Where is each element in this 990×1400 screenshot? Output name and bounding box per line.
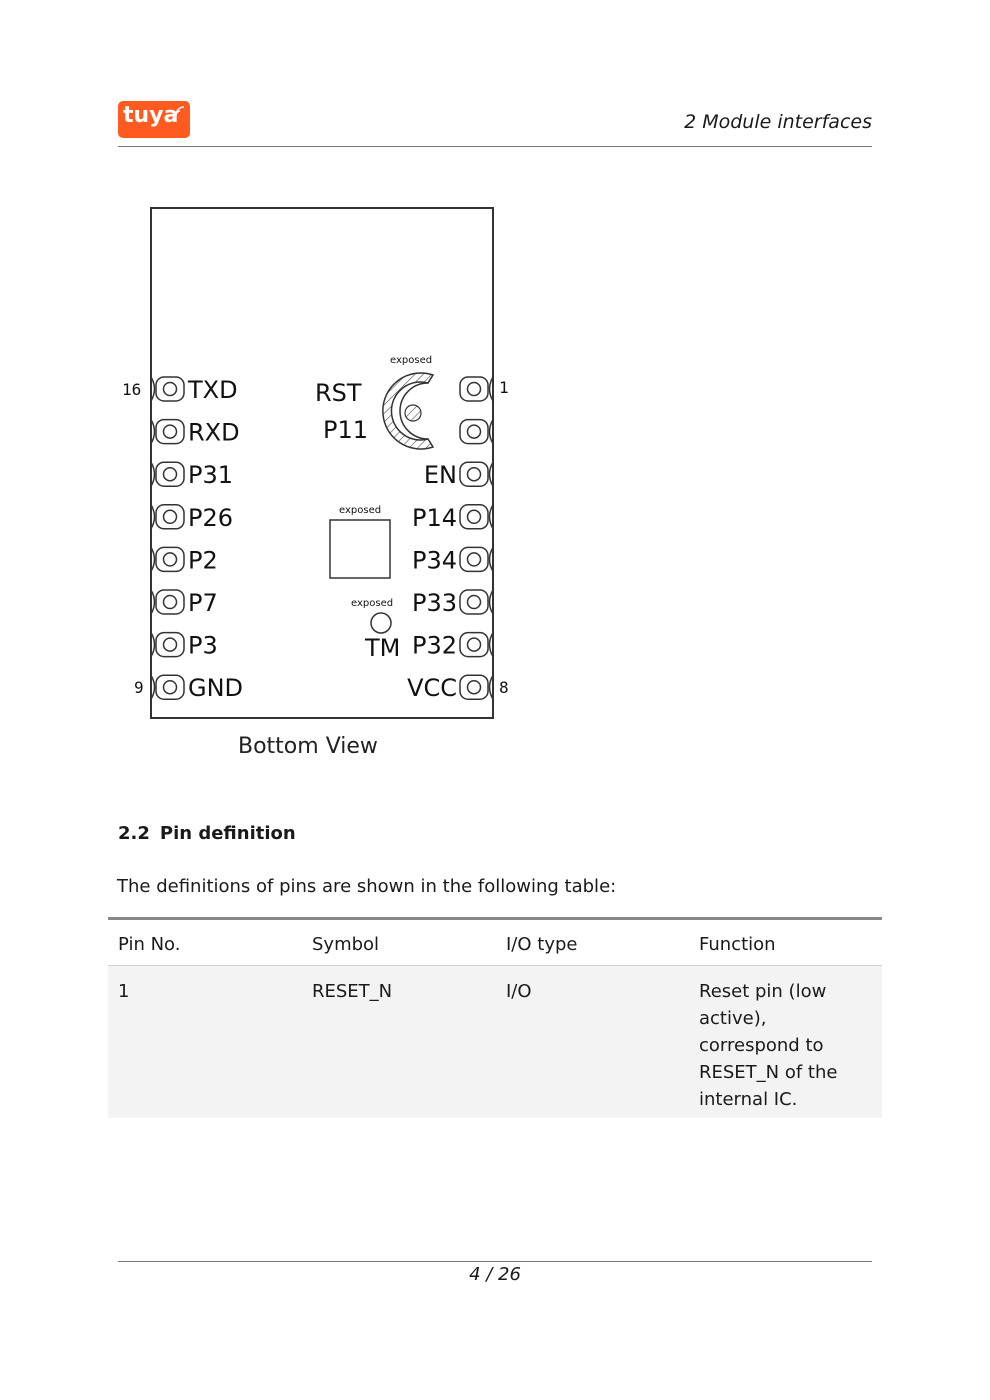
section-heading: 2.2 Pin definition bbox=[118, 823, 296, 844]
right-pin-hole bbox=[466, 552, 482, 567]
right-pin-notch bbox=[488, 632, 494, 657]
left-pin-hole bbox=[162, 637, 178, 652]
p11-label: P11 bbox=[323, 416, 368, 444]
square-exposed-pad bbox=[329, 519, 391, 579]
left-pin-hole bbox=[162, 424, 178, 439]
pin-number-8: 8 bbox=[499, 678, 509, 697]
left-pin-label: P31 bbox=[188, 461, 233, 489]
right-pin-notch bbox=[488, 461, 494, 487]
tm-label: TM bbox=[364, 634, 400, 662]
rst-test-point bbox=[404, 404, 422, 422]
header-function: Function bbox=[699, 934, 776, 955]
left-pin-notch bbox=[150, 547, 156, 572]
right-pin-hole bbox=[466, 509, 482, 525]
right-pin-label: P32 bbox=[412, 632, 457, 660]
right-pin-label: P14 bbox=[412, 504, 457, 532]
table-row: 1 RESET_N I/O Reset pin (low active), co… bbox=[108, 965, 882, 1118]
right-pin-label: P34 bbox=[412, 546, 457, 574]
right-pin-hole bbox=[466, 466, 482, 482]
table-header-row: Pin No. Symbol I/O type Function bbox=[108, 918, 882, 966]
left-pin-notch bbox=[150, 376, 156, 402]
left-pin-hole bbox=[162, 594, 178, 610]
pin-number-9: 9 bbox=[134, 678, 144, 697]
left-pin-hole bbox=[162, 381, 178, 397]
left-pin-hole bbox=[162, 679, 178, 695]
left-pin-notch bbox=[150, 674, 156, 700]
cell-symbol: RESET_N bbox=[312, 981, 393, 1002]
right-pin-notch bbox=[488, 547, 494, 572]
page-number: 4 / 26 bbox=[469, 1264, 521, 1285]
left-pin-label: P3 bbox=[188, 632, 218, 660]
left-pin-notch bbox=[150, 461, 156, 487]
wifi-icon bbox=[175, 106, 185, 116]
exposed-label-square: exposed bbox=[339, 505, 381, 516]
right-pin-hole bbox=[466, 381, 482, 397]
footer-divider bbox=[118, 1261, 872, 1262]
right-pin-label: VCC bbox=[407, 674, 457, 702]
tm-test-point bbox=[370, 612, 392, 634]
section-number: 2.2 bbox=[118, 823, 150, 844]
pin-number-1: 1 bbox=[499, 378, 509, 397]
right-pin-notch bbox=[488, 376, 494, 402]
diagram-caption: Bottom View bbox=[238, 734, 378, 759]
left-pin-label: GND bbox=[188, 674, 243, 702]
exposed-label-rst: exposed bbox=[390, 355, 432, 366]
right-pin-notch bbox=[488, 589, 494, 615]
rst-label: RST bbox=[315, 379, 362, 407]
pin-number-16: 16 bbox=[122, 380, 141, 399]
right-pin-notch bbox=[488, 419, 494, 444]
right-pin-notch bbox=[488, 674, 494, 700]
cell-pin: 1 bbox=[118, 981, 130, 1002]
left-pin-label: P26 bbox=[188, 504, 233, 532]
right-pin-label: P33 bbox=[412, 589, 457, 617]
left-pin-label: TXD bbox=[187, 376, 238, 404]
left-pin-notch bbox=[150, 419, 156, 444]
intro-paragraph: The definitions of pins are shown in the… bbox=[117, 876, 617, 897]
left-pin-label: RXD bbox=[188, 419, 240, 447]
right-pin-hole bbox=[466, 637, 482, 652]
left-pin-notch bbox=[150, 632, 156, 657]
header-io-type: I/O type bbox=[506, 934, 578, 955]
rst-exposed-pad bbox=[382, 372, 435, 450]
exposed-label-tm: exposed bbox=[351, 598, 393, 609]
left-pin-hole bbox=[162, 552, 178, 567]
right-pin-label: EN bbox=[424, 461, 457, 489]
section-title-text: Pin definition bbox=[159, 823, 296, 844]
left-pin-hole bbox=[162, 509, 178, 525]
header-pin-no: Pin No. bbox=[118, 934, 181, 955]
chapter-title: 2 Module interfaces bbox=[684, 111, 872, 133]
left-pin-notch bbox=[150, 504, 156, 530]
right-pin-hole bbox=[466, 594, 482, 610]
module-outline bbox=[150, 207, 494, 719]
right-pin-notch bbox=[488, 504, 494, 530]
cell-function: Reset pin (low active), correspond to RE… bbox=[699, 981, 838, 1110]
left-pin-hole bbox=[162, 466, 178, 482]
right-pin-hole bbox=[466, 424, 482, 439]
tuya-logo: tuya bbox=[118, 101, 190, 138]
header-symbol: Symbol bbox=[312, 934, 380, 955]
left-pin-label: P7 bbox=[188, 589, 218, 617]
right-pin-hole bbox=[466, 679, 482, 695]
header-divider bbox=[118, 146, 872, 147]
logo-text: tuya bbox=[123, 103, 179, 128]
left-pin-notch bbox=[150, 589, 156, 615]
left-pin-label: P2 bbox=[188, 546, 218, 574]
cell-io: I/O bbox=[506, 981, 532, 1002]
pin-definition-table: Pin No. Symbol I/O type Function 1 RESET… bbox=[108, 917, 882, 1118]
